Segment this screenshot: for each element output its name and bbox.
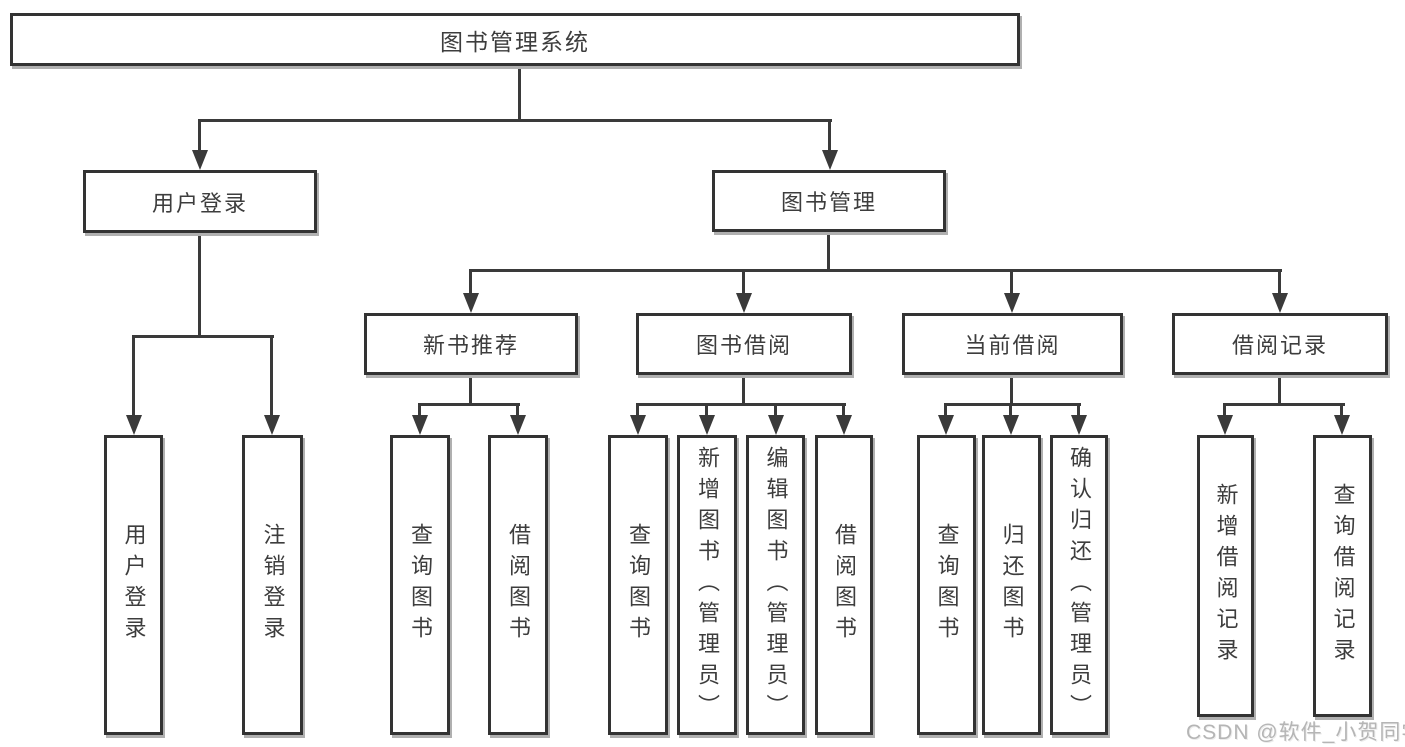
node-new-book-recommend: 新书推荐: [364, 313, 578, 375]
connector-line: [198, 233, 201, 336]
connector-arrowhead-down: [264, 415, 280, 435]
leaf-label: 查询图书: [626, 523, 651, 647]
leaf-label: 查询图书: [408, 523, 433, 647]
connector-line: [516, 404, 519, 416]
connector-arrowhead-down: [1217, 415, 1233, 435]
connector-line: [636, 404, 639, 416]
connector-line: [469, 269, 1282, 272]
node-book-management-module: 图书管理: [712, 170, 946, 232]
connector-arrowhead-down: [836, 415, 852, 435]
connector-line: [132, 336, 135, 416]
connector-line: [1278, 375, 1281, 405]
leaf-label: 确认归还（管理员）: [1067, 445, 1092, 725]
connector-line: [418, 404, 421, 416]
connector-line: [270, 336, 273, 416]
connector-arrowhead-down: [736, 293, 752, 313]
leaf-label: 借阅图书: [506, 523, 531, 647]
connector-line: [742, 270, 745, 294]
connector-arrowhead-down: [463, 293, 479, 313]
connector-arrowhead-down: [412, 415, 428, 435]
connector-arrowhead-down: [126, 415, 142, 435]
leaf-confirm-return-admin: 确认归还（管理员）: [1050, 435, 1108, 735]
connector-line: [1223, 404, 1226, 416]
node-root-label: 图书管理系统: [440, 28, 590, 55]
csdn-watermark: CSDN @软件_小贺同学: [1186, 721, 1405, 744]
leaf-label: 查询图书: [934, 523, 960, 647]
leaf-label: 借阅图书: [832, 523, 857, 647]
connector-line: [1223, 403, 1345, 406]
node-label: 当前借阅: [964, 333, 1061, 358]
connector-line: [518, 66, 521, 120]
leaf-label: 用户登录: [121, 523, 147, 647]
node-label: 图书借阅: [695, 333, 792, 358]
leaf-label: 编辑图书（管理员）: [763, 445, 789, 725]
leaf-label: 新增借阅记录: [1213, 483, 1239, 669]
connector-line: [1010, 375, 1013, 405]
leaf-user-login: 用户登录: [104, 435, 163, 735]
node-label: 图书管理: [780, 190, 877, 215]
connector-line: [705, 404, 708, 416]
connector-line: [944, 404, 947, 416]
connector-line: [1009, 404, 1012, 416]
connector-line: [1340, 404, 1343, 416]
leaf-label: 注销登录: [260, 523, 286, 647]
connector-arrowhead-down: [1071, 415, 1087, 435]
node-borrow-records: 借阅记录: [1172, 313, 1388, 375]
leaf-label: 查询借阅记录: [1330, 483, 1356, 669]
node-label: 借阅记录: [1231, 333, 1328, 358]
leaf-label: 归还图书: [999, 523, 1025, 647]
connector-arrowhead-down: [1003, 415, 1019, 435]
leaf-borrow-books-borrowing: 借阅图书: [815, 435, 873, 735]
leaf-query-books-current: 查询图书: [917, 435, 976, 735]
leaf-edit-book-admin: 编辑图书（管理员）: [746, 435, 805, 735]
node-book-borrowing: 图书借阅: [636, 313, 852, 375]
node-label: 用户登录: [151, 190, 248, 216]
connector-line: [842, 404, 845, 416]
connector-arrowhead-down: [510, 415, 526, 435]
connector-line: [198, 119, 832, 122]
connector-line: [469, 270, 472, 294]
connector-line: [198, 120, 201, 152]
connector-arrowhead-down: [1272, 293, 1288, 313]
connector-line: [1010, 270, 1013, 294]
connector-line: [742, 375, 745, 405]
connector-line: [469, 375, 472, 405]
connector-line: [418, 403, 520, 406]
connector-line: [1278, 270, 1281, 294]
connector-arrowhead-down: [822, 150, 838, 170]
leaf-query-books-recommend: 查询图书: [390, 435, 450, 735]
connector-line: [828, 120, 831, 152]
connector-arrowhead-down: [1334, 415, 1350, 435]
connector-arrowhead-down: [1004, 293, 1020, 313]
connector-line: [944, 403, 1081, 406]
connector-arrowhead-down: [768, 415, 784, 435]
node-current-borrowing: 当前借阅: [902, 313, 1123, 375]
connector-arrowhead-down: [192, 150, 208, 170]
leaf-logout-login: 注销登录: [242, 435, 303, 735]
connector-line: [636, 403, 846, 406]
connector-arrowhead-down: [699, 415, 715, 435]
connector-arrowhead-down: [938, 415, 954, 435]
leaf-borrow-books-recommend: 借阅图书: [488, 435, 548, 735]
node-root: 图书管理系统: [10, 13, 1020, 66]
leaf-add-book-admin: 新增图书（管理员）: [677, 435, 737, 735]
connector-arrowhead-down: [630, 415, 646, 435]
leaf-query-borrow-record: 查询借阅记录: [1313, 435, 1372, 717]
leaf-label: 新增图书（管理员）: [695, 445, 720, 725]
connector-line: [827, 232, 830, 270]
node-user-login-module: 用户登录: [83, 170, 317, 233]
leaf-return-books: 归还图书: [982, 435, 1041, 735]
connector-line: [774, 404, 777, 416]
leaf-query-books-borrowing: 查询图书: [608, 435, 668, 735]
leaf-add-borrow-record: 新增借阅记录: [1197, 435, 1254, 717]
connector-line: [132, 335, 274, 338]
connector-line: [1077, 404, 1080, 416]
node-label: 新书推荐: [422, 333, 519, 358]
